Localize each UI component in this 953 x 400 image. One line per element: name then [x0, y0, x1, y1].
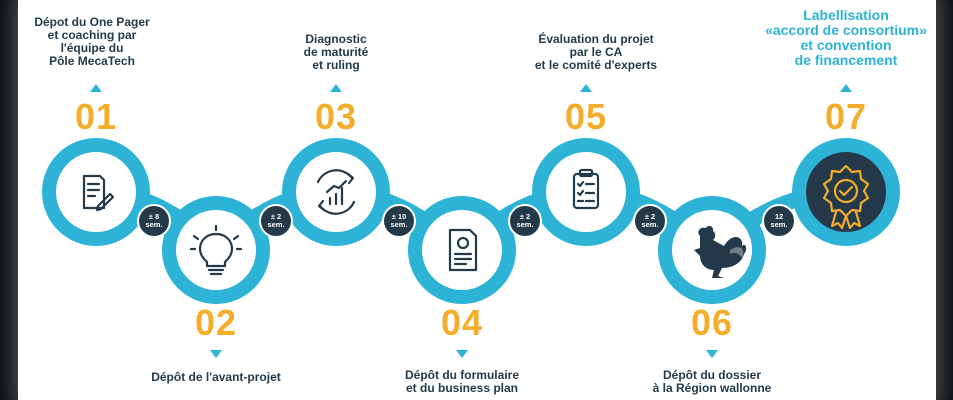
clipboard-checklist-icon — [572, 168, 600, 210]
step-number-04: 04 — [440, 302, 484, 343]
step-number-07: 07 — [824, 96, 868, 137]
duration-value: ± 2 — [644, 212, 656, 221]
step-label-04: Dépôt du formulaire et du business plan — [404, 368, 519, 395]
duration-badge-5: ± 2 sem. — [633, 204, 667, 238]
walloon-rooster-icon — [694, 225, 747, 278]
duration-unit: sem. — [390, 220, 408, 229]
step-number-06: 06 — [690, 302, 734, 343]
lightbulb-icon — [189, 224, 243, 276]
step-circle-01 — [42, 138, 150, 246]
arrow-up-01 — [90, 84, 102, 92]
certificate-document-icon — [448, 228, 478, 272]
duration-value: ± 2 — [519, 212, 531, 221]
step-label-07: Labellisation «accord de consortium» et … — [765, 7, 927, 68]
step-label-02: Dépôt de l'avant-projet — [151, 370, 281, 384]
step-number-02: 02 — [194, 302, 238, 343]
step-number-05: 05 — [564, 96, 608, 137]
duration-badge-1: ± 8 sem. — [137, 204, 171, 238]
duration-value: 12 — [774, 212, 784, 221]
arrow-down-04 — [456, 350, 468, 358]
step-label-01: Dépot du One Pager et coaching par l'équ… — [34, 15, 150, 68]
step-label-05: Évaluation du projet par le CA et le com… — [534, 32, 658, 72]
growth-chart-icon — [316, 169, 356, 215]
duration-badge-2: ± 2 sem. — [259, 204, 293, 238]
duration-unit: sem. — [145, 220, 163, 229]
duration-value: ± 10 — [391, 212, 407, 221]
step-label-06: Dépôt du dossier à la Région wallonne — [652, 368, 772, 395]
arrow-up-05 — [580, 84, 592, 92]
duration-unit: sem. — [267, 220, 285, 229]
step-label-03: Diagnostic de maturité et ruling — [303, 32, 369, 72]
step-number-03: 03 — [314, 96, 358, 137]
arrow-down-06 — [706, 350, 718, 358]
duration-unit: sem. — [770, 220, 788, 229]
step-circle-03 — [282, 138, 390, 246]
arrow-down-02 — [210, 350, 222, 358]
step-number-01: 01 — [74, 96, 118, 137]
duration-value: ± 2 — [270, 212, 282, 221]
arrow-up-03 — [330, 84, 342, 92]
step-circle-02 — [162, 196, 270, 304]
duration-badge-3: ± 10 sem. — [382, 204, 416, 238]
document-pen-icon — [82, 174, 115, 212]
award-badge-icon — [822, 164, 870, 230]
duration-unit: sem. — [641, 220, 659, 229]
duration-value: ± 8 — [148, 212, 160, 221]
arrow-up-07 — [840, 84, 852, 92]
duration-badge-6: 12 sem. — [762, 204, 796, 238]
step-circle-04 — [408, 196, 516, 304]
duration-unit: sem. — [516, 220, 534, 229]
duration-badge-4: ± 2 sem. — [508, 204, 542, 238]
